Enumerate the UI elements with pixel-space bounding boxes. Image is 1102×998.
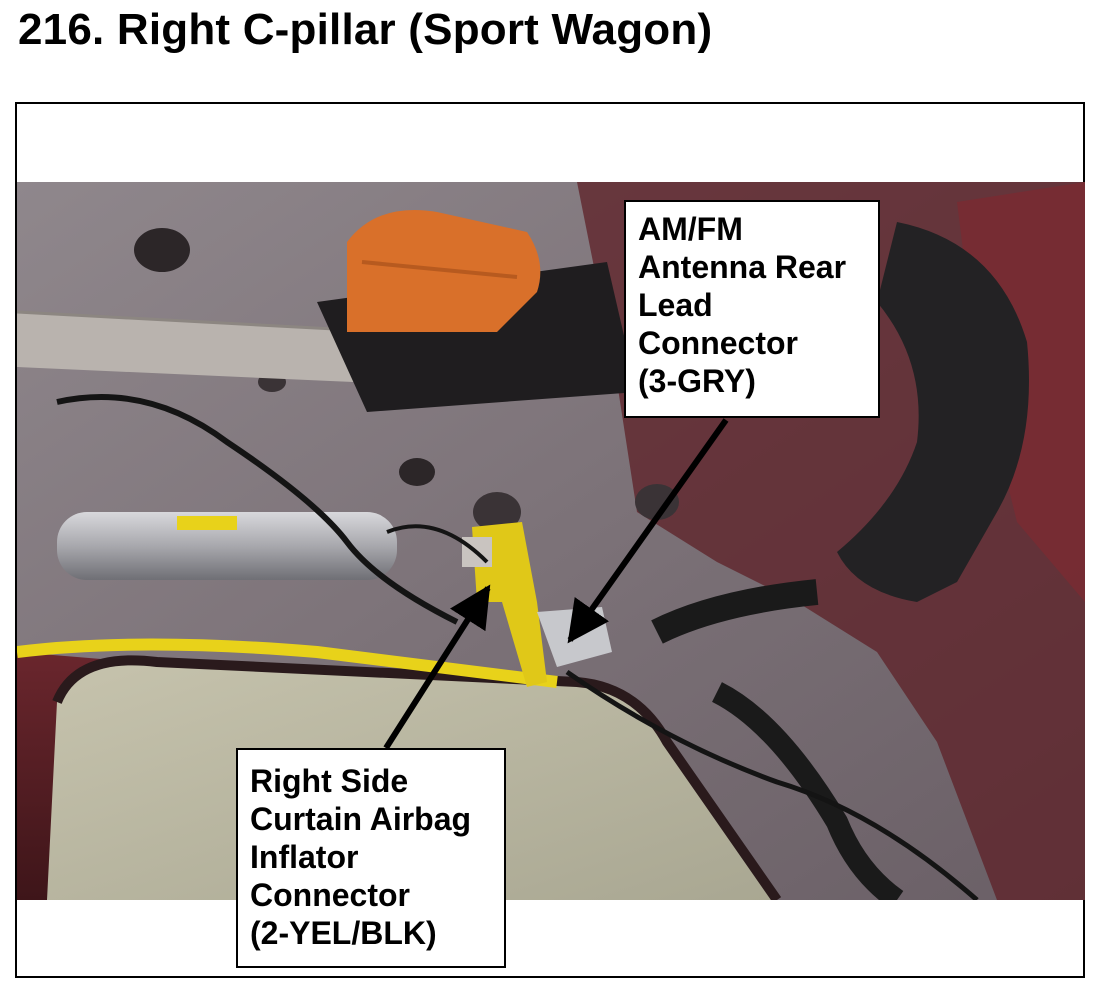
callout-line: Right Side (250, 763, 409, 799)
page-title: 216. Right C-pillar (Sport Wagon) (18, 5, 713, 54)
callout-line: (3-GRY) (638, 363, 756, 399)
callout-line: Lead (638, 287, 713, 323)
callout-line: Connector (250, 877, 410, 913)
photo-c-pillar (17, 182, 1085, 900)
callout-line: (2-YEL/BLK) (250, 915, 437, 951)
callout-line: Antenna Rear (638, 249, 847, 285)
callout-line: AM/FM (638, 211, 743, 247)
callout-line: Inflator (250, 839, 359, 875)
callout-line: Curtain Airbag (250, 801, 472, 837)
callout-airbag-connector: Right Side Curtain Airbag Inflator Conne… (236, 748, 506, 968)
callout-line: Connector (638, 325, 798, 361)
callout-antenna-connector: AM/FM Antenna Rear Lead Connector (3-GRY… (624, 200, 880, 418)
